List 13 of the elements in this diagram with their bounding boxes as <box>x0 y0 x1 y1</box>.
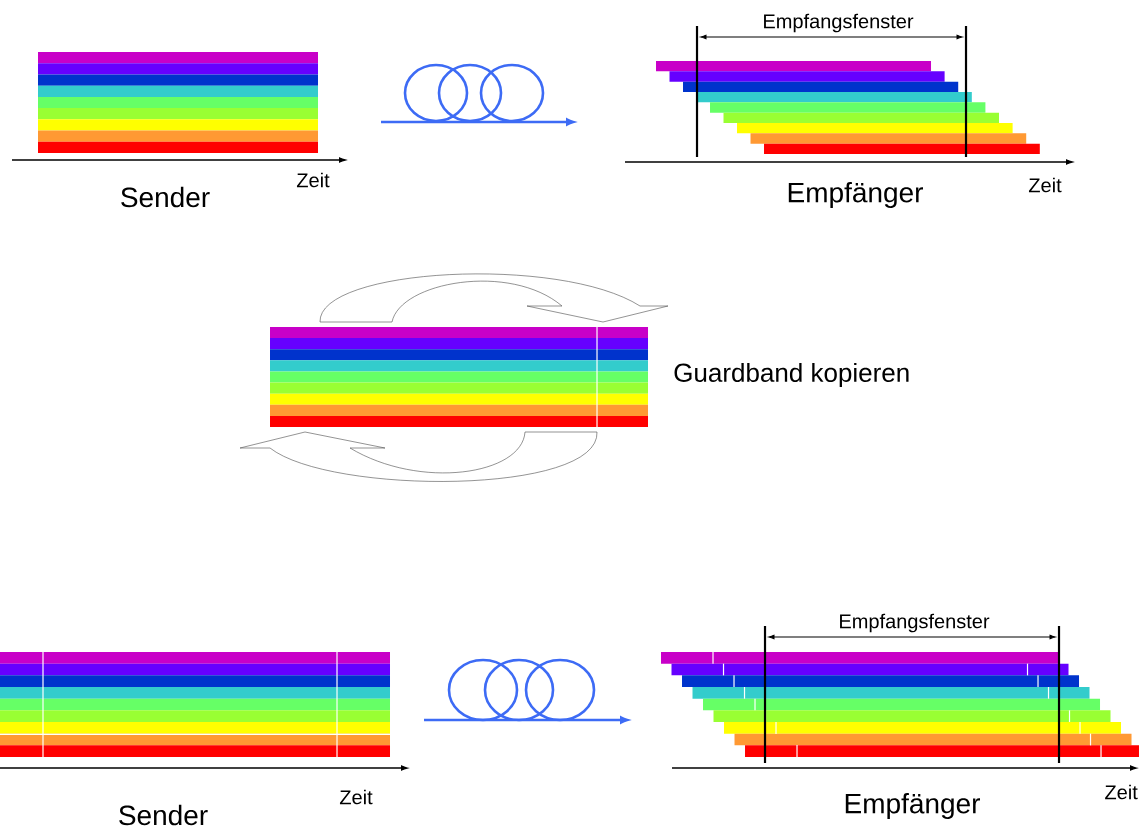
axis-label: Zeit <box>339 789 373 805</box>
node-label: Sender <box>119 804 208 826</box>
fiber-coil-drawing <box>424 658 629 724</box>
fiber-coil-drawing <box>381 63 575 126</box>
node-label: Empfänger <box>788 181 923 209</box>
dimension-label: Empfangsfenster <box>840 613 990 633</box>
node-label: Empfänger <box>845 792 980 820</box>
dimension-label: Empfangsfenster <box>764 13 914 33</box>
axis-label: Zeit <box>1105 784 1138 800</box>
axis-label: Zeit <box>1028 177 1062 193</box>
node-label: Sender <box>121 186 210 208</box>
axis-label: Zeit <box>296 172 330 188</box>
node-label: Guardband kopieren <box>674 362 909 388</box>
